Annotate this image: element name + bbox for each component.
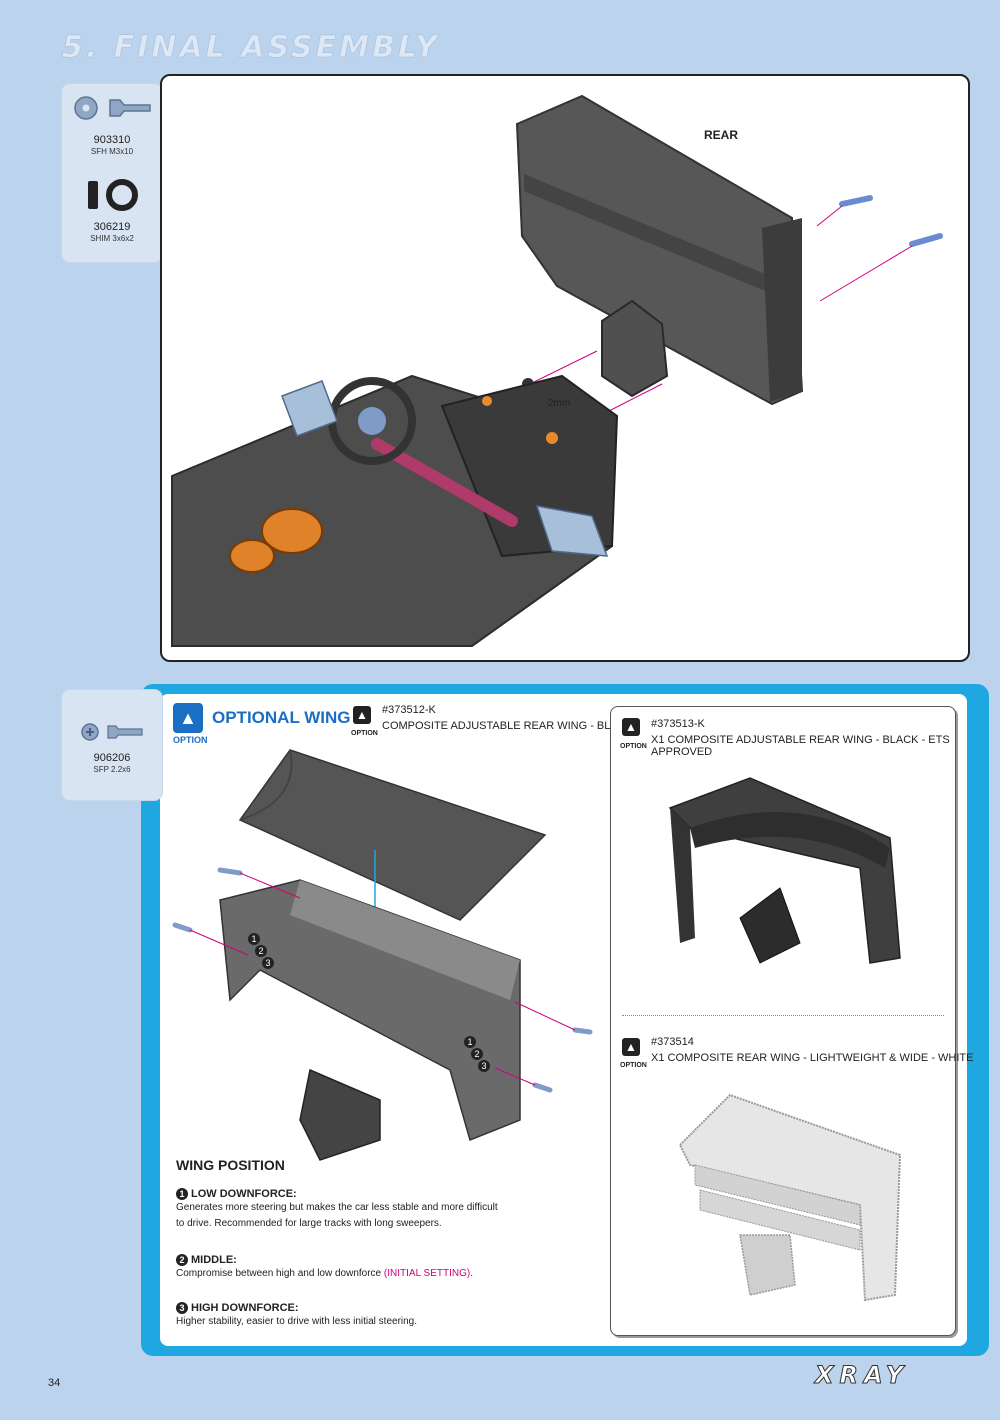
part-desc: SHIM 3x6x2	[90, 234, 134, 243]
low-downforce-label: LOW DOWNFORCE	[191, 1188, 294, 1200]
adjustable-wing-illustration	[172, 749, 593, 1161]
middle-text-main: Compromise between high and low downforc…	[176, 1268, 382, 1279]
position-number: 3	[262, 957, 274, 969]
option-badge: OPTION	[620, 743, 647, 750]
position-number: 3	[176, 1302, 188, 1314]
xray-logo: XRAY	[814, 1361, 910, 1390]
part-desc: SFH M3x10	[90, 147, 134, 156]
item-name: COMPOSITE ADJUSTABLE REAR WING - BLACK	[382, 720, 634, 732]
middle-text-tail: .	[470, 1268, 473, 1279]
spacer-label: 2mm	[548, 398, 571, 409]
parts-panel-option: 906206 SFP 2.2x6	[62, 690, 162, 800]
position-number: 1	[464, 1036, 476, 1048]
part-code: 903310	[93, 134, 131, 146]
wing-position-title: WING POSITION	[176, 1157, 285, 1173]
option-icon: ▲	[622, 1038, 640, 1056]
position-number: 1	[176, 1188, 188, 1200]
part-code: 306219	[93, 221, 131, 233]
section-title: 5. FINAL ASSEMBLY	[62, 30, 440, 66]
parts-panel-top: 903310 SFH M3x10 306219 SHIM 3x6x2	[62, 84, 162, 262]
option-badge-label: OPTION	[173, 735, 208, 745]
assembly-diagram-panel: REAR 2mm	[160, 74, 970, 662]
part-desc: SFP 2.2x6	[93, 765, 131, 774]
optional-wing-title: OPTIONAL WING	[212, 708, 351, 727]
shim-icon	[88, 179, 138, 211]
position-number: 3	[478, 1060, 490, 1072]
position-number: 2	[176, 1254, 188, 1266]
middle-text: Compromise between high and low downforc…	[176, 1266, 506, 1282]
high-downforce-label: HIGH DOWNFORCE	[191, 1302, 295, 1314]
part-code: 906206	[93, 752, 131, 764]
item-name: X1 COMPOSITE REAR WING - LIGHTWEIGHT & W…	[651, 1052, 974, 1064]
low-downforce-text: Generates more steering but makes the ca…	[176, 1202, 498, 1229]
option-icon: ▲	[353, 706, 371, 724]
assembly-illustration	[171, 94, 943, 647]
middle-label: MIDDLE	[191, 1254, 234, 1266]
screw-icon	[81, 723, 143, 741]
page-number: 34	[48, 1377, 61, 1389]
position-markers-left: 1 2 3	[248, 933, 277, 969]
item-code: #373512-K	[382, 704, 436, 716]
position-markers-right: 1 2 3	[464, 1036, 493, 1072]
item-name: X1 COMPOSITE ADJUSTABLE REAR WING - BLAC…	[651, 734, 950, 758]
screw-icon	[74, 96, 151, 120]
option-badge: OPTION	[351, 730, 378, 737]
option-thumb-icon: ▲	[173, 703, 203, 733]
option-icon: ▲	[622, 718, 640, 736]
initial-setting-highlight: (INITIAL SETTING)	[383, 1268, 471, 1279]
position-number: 1	[248, 933, 260, 945]
item-code: #373513-K	[651, 718, 705, 730]
position-number: 2	[471, 1048, 483, 1060]
x1-wing-white-illustration	[678, 1093, 902, 1302]
high-downforce-text: Higher stability, easier to drive with l…	[176, 1316, 418, 1327]
rear-label: REAR	[704, 128, 739, 142]
x1-wing-black-illustration	[668, 777, 901, 964]
position-number: 2	[255, 945, 267, 957]
divider	[622, 1015, 944, 1016]
option-badge: OPTION	[620, 1062, 647, 1069]
item-code: #373514	[651, 1036, 694, 1048]
